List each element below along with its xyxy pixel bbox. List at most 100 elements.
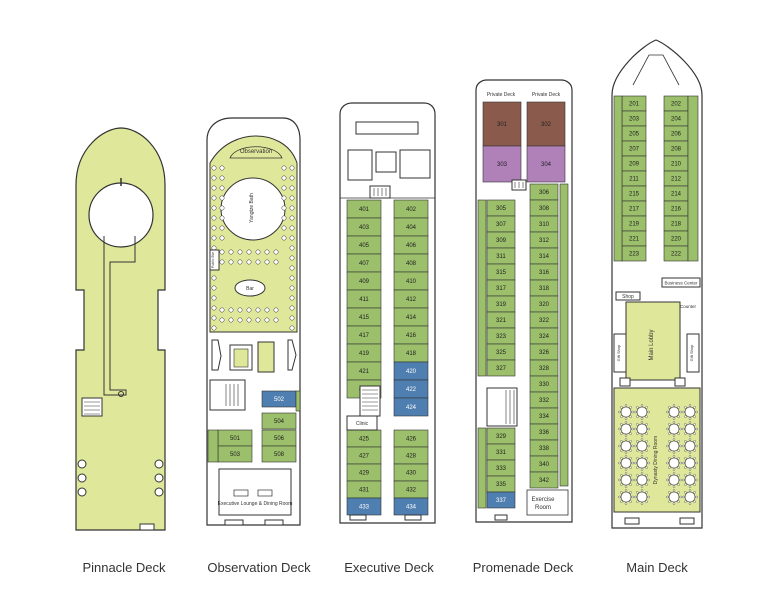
seat-icon xyxy=(228,307,234,313)
chair-icon xyxy=(684,423,687,426)
chair-icon xyxy=(645,457,648,460)
seat-icon xyxy=(211,205,217,211)
cabin-301: 301 xyxy=(482,101,522,147)
chair-icon xyxy=(684,406,687,409)
round-table-icon xyxy=(636,491,648,503)
stair-icon xyxy=(511,179,527,191)
round-table-icon xyxy=(684,440,696,452)
cabin-209: 209 xyxy=(621,155,647,172)
chair-icon xyxy=(631,410,634,414)
seat-icon xyxy=(289,265,295,271)
main-deck: 2012032052072092112152172192212232022042… xyxy=(611,39,703,529)
cabin-number: 421 xyxy=(359,369,370,375)
seat-icon xyxy=(246,259,252,265)
cabin-502: 502 xyxy=(261,390,297,408)
chair-icon xyxy=(636,500,639,503)
vent-icon xyxy=(494,514,508,521)
cabin-334: 334 xyxy=(529,407,559,425)
vent-icon xyxy=(349,514,367,521)
cabin-number: 340 xyxy=(539,462,550,468)
cabin-211: 211 xyxy=(621,170,647,187)
cabin-218: 218 xyxy=(663,215,689,232)
cabin-number: 428 xyxy=(406,454,417,460)
cabin-number: 208 xyxy=(671,147,682,153)
cabin-number: 325 xyxy=(496,350,507,356)
seat-icon xyxy=(264,307,270,313)
cabin-number: 412 xyxy=(406,297,417,303)
chair-icon xyxy=(672,455,676,458)
exercise-room-label-2: Room xyxy=(535,505,551,511)
cabin-340: 340 xyxy=(529,455,559,473)
chair-icon xyxy=(684,440,687,443)
chair-icon xyxy=(629,483,632,486)
round-table-icon xyxy=(684,423,696,435)
cabin-number: 304 xyxy=(541,162,552,168)
cabin-504: 504 xyxy=(261,412,297,430)
seat-icon xyxy=(237,259,243,265)
pinnacle-deck xyxy=(75,127,166,531)
chair-icon xyxy=(672,434,676,437)
seat-icon xyxy=(211,195,217,201)
cabin-number: 211 xyxy=(629,177,639,183)
chair-icon xyxy=(634,478,637,482)
seat-icon xyxy=(255,259,261,265)
seat-icon xyxy=(289,295,295,301)
chair-icon xyxy=(624,451,628,454)
chair-icon xyxy=(679,427,682,431)
chair-icon xyxy=(666,444,669,448)
chair-icon xyxy=(672,468,676,471)
cabin-221: 221 xyxy=(621,230,647,247)
cabin-number: 223 xyxy=(629,252,640,258)
chair-icon xyxy=(634,410,637,414)
cabin-number: 337 xyxy=(496,498,507,504)
chair-icon xyxy=(668,440,671,443)
cabin-number: 429 xyxy=(359,471,370,477)
cabin-number: 315 xyxy=(496,270,507,276)
cabin-number: 204 xyxy=(671,117,682,123)
executive-deck: 4014034054074094114154174194214234024044… xyxy=(339,102,436,524)
round-table-icon xyxy=(636,406,648,418)
chair-icon xyxy=(695,495,698,499)
seat-icon xyxy=(289,285,295,291)
seat-icon xyxy=(281,215,287,221)
chair-icon xyxy=(640,472,644,475)
cabin-433: 433 xyxy=(346,497,382,516)
chair-icon xyxy=(629,440,632,443)
chair-icon xyxy=(668,432,671,435)
chair-icon xyxy=(695,427,698,431)
chair-icon xyxy=(629,474,632,477)
chair-icon xyxy=(693,406,696,409)
chair-icon xyxy=(631,427,634,431)
chair-icon xyxy=(618,410,621,414)
seat-icon xyxy=(281,185,287,191)
pinnacle-deck-caption: Pinnacle Deck xyxy=(82,560,166,575)
cabin-310: 310 xyxy=(529,215,559,233)
seat-icon xyxy=(211,185,217,191)
stair-icon xyxy=(369,185,391,199)
cabin-number: 216 xyxy=(671,207,682,213)
chair-icon xyxy=(668,500,671,503)
chair-icon xyxy=(645,474,648,477)
chair-icon xyxy=(620,423,623,426)
clinic-room xyxy=(346,415,378,431)
crew-room xyxy=(399,149,431,179)
cabin-330: 330 xyxy=(529,375,559,393)
stair-icon xyxy=(81,397,103,417)
chair-icon xyxy=(688,451,692,454)
cabin-number: 222 xyxy=(671,252,682,258)
cabin-number: 430 xyxy=(406,471,417,477)
chair-icon xyxy=(666,427,669,431)
business-center-room xyxy=(661,277,701,288)
cabin-number: 426 xyxy=(406,437,417,443)
chair-icon xyxy=(640,404,644,407)
chair-icon xyxy=(672,417,676,420)
cabin-number: 432 xyxy=(406,488,417,494)
chair-icon xyxy=(693,491,696,494)
cabin-305: 305 xyxy=(486,199,516,217)
seat-icon xyxy=(281,195,287,201)
cabin-number: 422 xyxy=(406,387,417,393)
bar-pool xyxy=(234,279,266,297)
chair-icon xyxy=(647,461,650,465)
chair-icon xyxy=(688,502,692,505)
seat-icon xyxy=(219,317,225,323)
